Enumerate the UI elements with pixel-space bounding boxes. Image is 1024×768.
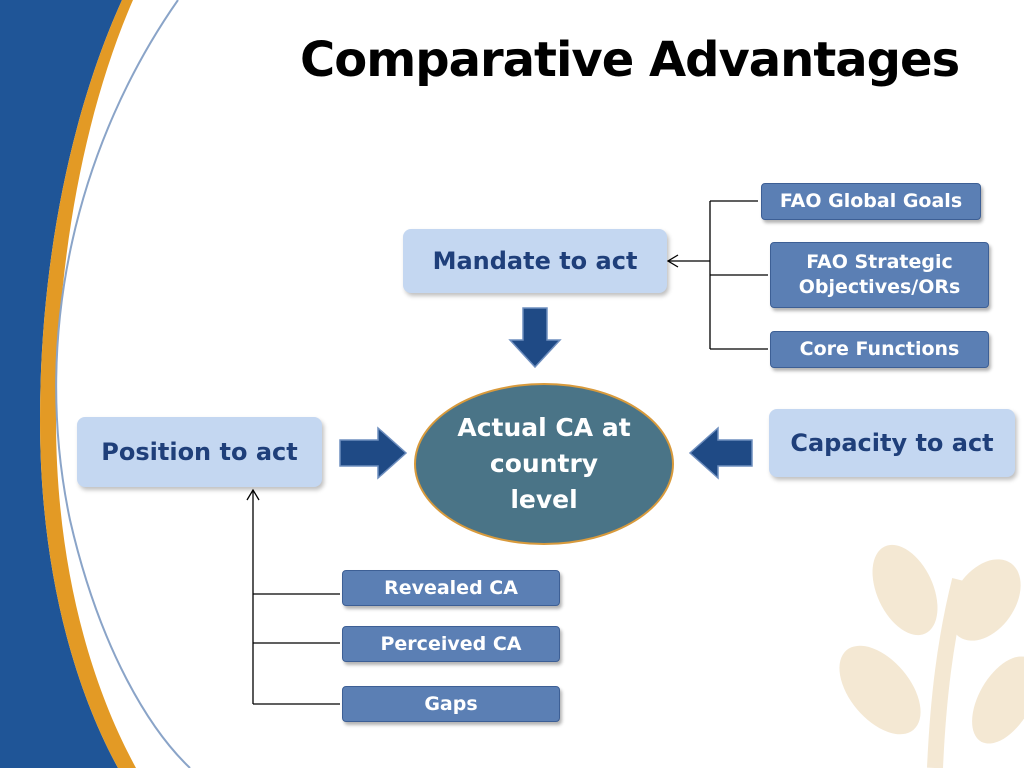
mandate-to-act-box: Mandate to act — [403, 229, 667, 293]
position-to-act-box: Position to act — [77, 417, 322, 487]
position-bracket — [246, 488, 340, 705]
left-arrow — [688, 426, 753, 480]
left-blue-band — [0, 0, 122, 768]
fao-strategic-objectives-box: FAO Strategic Objectives/ORs — [770, 242, 989, 308]
actual-ca-ellipse: Actual CA at country level — [414, 383, 674, 545]
down-arrow — [508, 307, 562, 369]
ellipse-line-3: level — [510, 485, 578, 515]
fao-global-goals-box: FAO Global Goals — [761, 183, 981, 220]
perceived-ca-box: Perceived CA — [342, 626, 560, 662]
core-functions-box: Core Functions — [770, 331, 989, 368]
right-arrow — [339, 426, 408, 480]
mandate-bracket — [666, 200, 768, 350]
thin-swoosh — [55, 0, 191, 768]
capacity-to-act-box: Capacity to act — [769, 409, 1015, 477]
slide-title: Comparative Advantages — [300, 32, 960, 88]
leaf-watermark — [839, 544, 1024, 768]
gaps-box: Gaps — [342, 686, 560, 722]
orange-curve — [40, 0, 136, 768]
ellipse-line-1: Actual CA at — [457, 412, 631, 442]
revealed-ca-box: Revealed CA — [342, 570, 560, 606]
ellipse-line-2: country — [489, 448, 599, 478]
